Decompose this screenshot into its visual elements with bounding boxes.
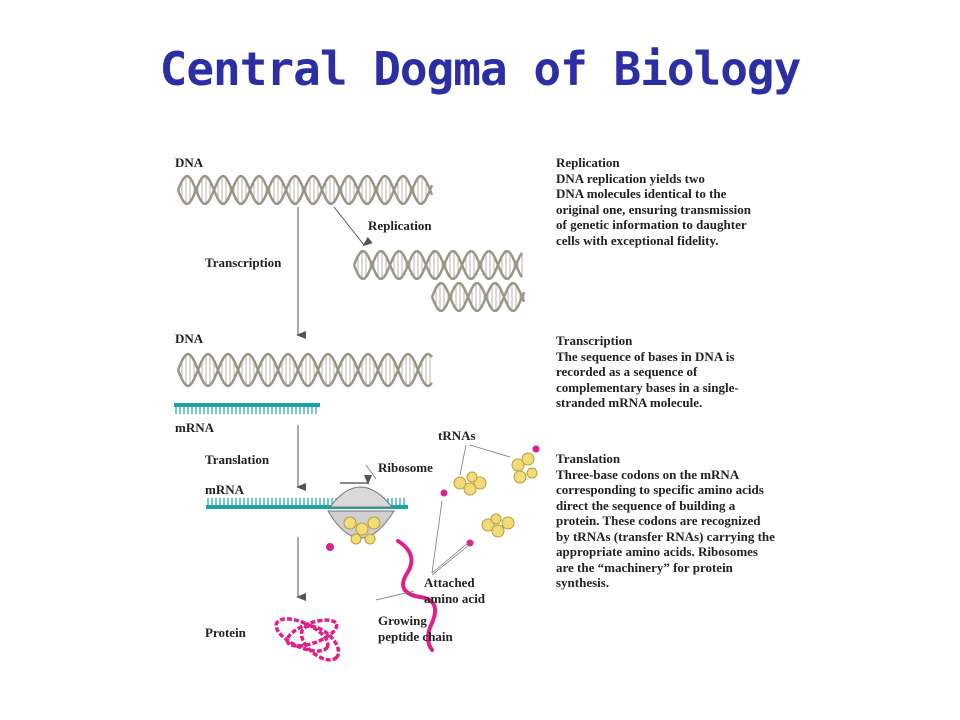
label-attached-1: Attached: [424, 575, 475, 590]
dna-double-helix: [176, 174, 434, 206]
central-dogma-diagram: DNA Replication Transcription DNA mRNA T…: [170, 145, 820, 675]
description-line: protein. These codons are recognized: [556, 513, 761, 528]
label-growing-2: peptide chain: [378, 629, 453, 644]
description-heading: Translation: [556, 451, 621, 466]
label-transcription: Transcription: [205, 255, 282, 270]
replicated-dna-upper: [352, 249, 524, 281]
label-mrna-mid: mRNA: [175, 420, 214, 435]
page-title: Central Dogma of Biology: [159, 42, 802, 96]
dna-unwinding-helix: [176, 352, 433, 388]
description-line: are the “machinery” for protein: [556, 559, 733, 575]
description-translation: Translation Three-base codons on the mRN…: [556, 451, 828, 591]
description-line: direct the sequence of building a: [556, 497, 736, 513]
label-growing-1: Growing: [378, 613, 427, 628]
description-line: original one, ensuring transmission: [556, 201, 752, 217]
description-line: DNA replication yields two: [556, 170, 705, 186]
trna-molecules: [365, 444, 540, 601]
ribosome: [326, 475, 395, 551]
label-trnas: tRNAs: [438, 428, 476, 443]
description-line: Three-base codons on the mRNA: [556, 466, 740, 482]
description-line: corresponding to specific amino acids: [556, 482, 764, 497]
description-heading: Transcription: [556, 333, 633, 348]
label-translation: Translation: [205, 452, 270, 467]
label-mrna-bottom: mRNA: [205, 482, 244, 497]
description-line: The sequence of bases in DNA is: [556, 348, 735, 364]
label-ribosome: Ribosome: [378, 460, 433, 475]
diagram-graphics: [174, 174, 540, 662]
description-line: appropriate amino acids. Ribosomes: [556, 544, 758, 559]
replicated-dna-lower: [430, 281, 526, 313]
description-line: complementary bases in a single-: [556, 379, 739, 395]
label-attached-2: amino acid: [424, 591, 486, 606]
description-heading: Replication: [556, 155, 620, 170]
label-protein: Protein: [205, 625, 246, 640]
description-line: stranded mRNA molecule.: [556, 395, 703, 410]
description-line: cells with exceptional fidelity.: [556, 232, 719, 248]
description-line: DNA molecules identical to the: [556, 186, 727, 201]
label-dna-top: DNA: [175, 155, 204, 170]
description-line: by tRNAs (transfer RNAs) carrying the: [556, 528, 775, 544]
growing-peptide-chain: [396, 539, 437, 652]
replication-arrow: [333, 206, 373, 247]
label-dna-mid: DNA: [175, 331, 204, 346]
description-line: recorded as a sequence of: [556, 364, 698, 379]
description-transcription: Transcription The sequence of bases in D…: [556, 333, 828, 411]
label-replication: Replication: [368, 218, 432, 233]
description-line: of genetic information to daughter: [556, 217, 747, 232]
description-replication: Replication DNA replication yields two D…: [556, 155, 828, 248]
description-line: synthesis.: [556, 575, 610, 590]
protein-coil: [274, 617, 341, 662]
mrna-strand-forming: [174, 403, 320, 414]
